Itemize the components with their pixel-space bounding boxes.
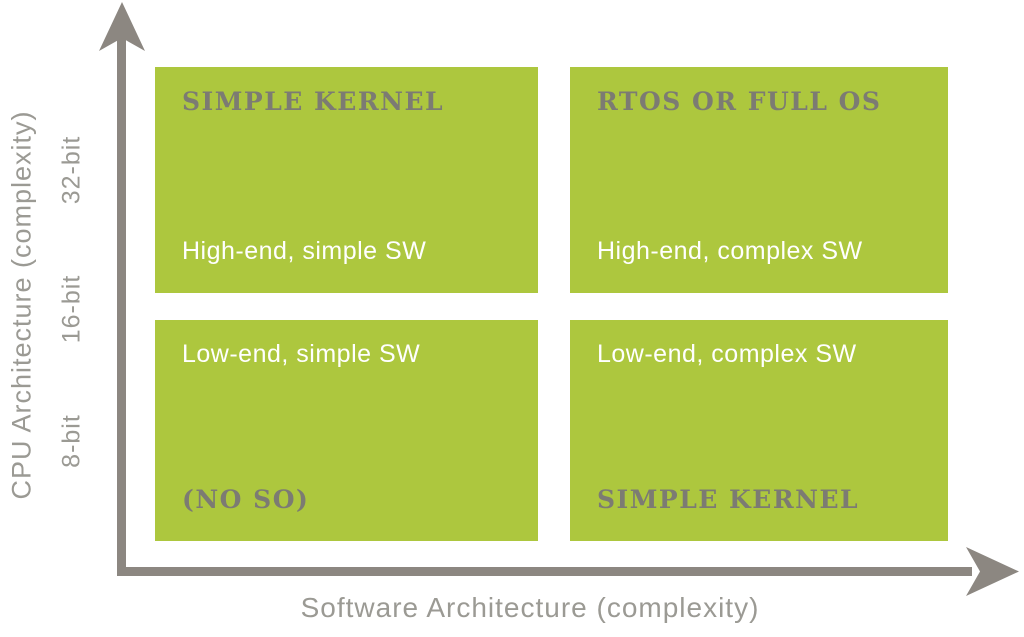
quadrant-description: High-end, complex SW (597, 237, 863, 265)
quadrant-bottom-left: Low-end, simple SW (NO SO) (155, 320, 538, 541)
x-axis-title: Software Architecture (complexity) (300, 592, 760, 623)
quadrant-description: Low-end, simple SW (182, 340, 421, 368)
y-tick-32bit: 32-bit (57, 135, 86, 205)
quadrant-description: High-end, simple SW (182, 237, 427, 265)
quadrant-os-label: SIMPLE KERNEL (182, 87, 445, 116)
y-axis-arrowhead-icon (99, 2, 145, 51)
quadrant-top-right: RTOS OR FULL OS High-end, complex SW (570, 67, 948, 293)
quadrant-description: Low-end, complex SW (597, 340, 857, 368)
quadrant-top-left: SIMPLE KERNEL High-end, simple SW (155, 67, 538, 293)
quadrant-bottom-right: Low-end, complex SW SIMPLE KERNEL (570, 320, 948, 541)
y-tick-8bit: 8-bit (57, 414, 86, 468)
x-axis-arrowhead-icon (966, 547, 1019, 596)
quadrant-os-label: SIMPLE KERNEL (597, 485, 860, 514)
quadrant-os-label: (NO SO) (182, 485, 310, 514)
quadrant-os-label: RTOS OR FULL OS (597, 87, 882, 116)
y-tick-16bit: 16-bit (57, 274, 86, 344)
y-axis-title: CPU Architecture (complexity) (6, 110, 37, 500)
